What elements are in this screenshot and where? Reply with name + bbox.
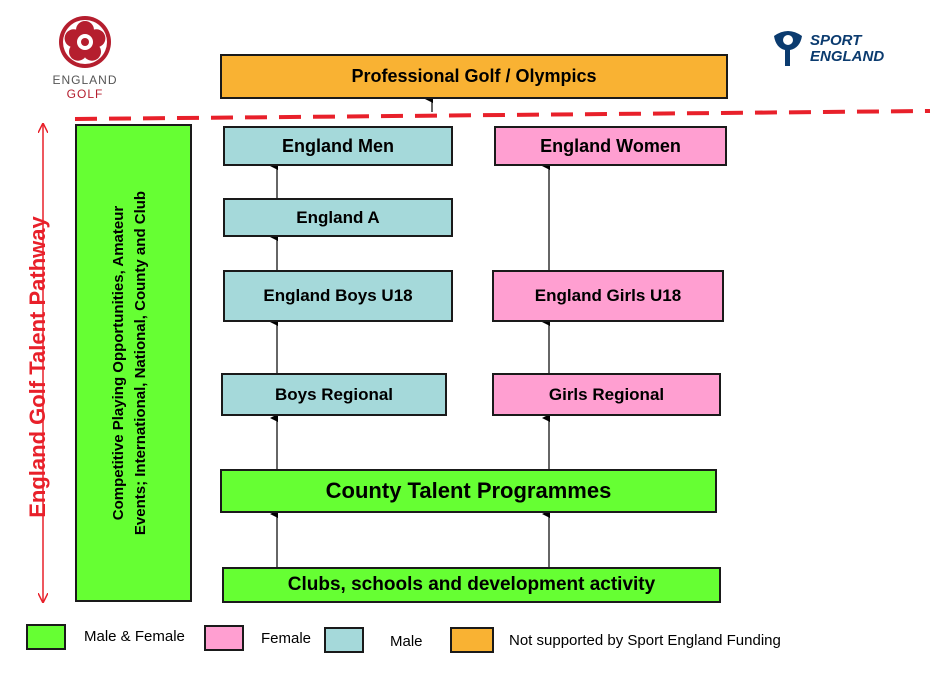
england-boys-u18-box: England Boys U18 — [223, 270, 453, 322]
england-golf-logo: ENGLAND GOLF — [40, 10, 130, 110]
funding-boundary-dashed-line — [74, 109, 931, 121]
legend-label-male-female: Male & Female — [84, 628, 185, 645]
sport-england-figure-icon — [774, 31, 802, 66]
legend-swatch-female — [204, 625, 244, 651]
competitive-opportunities-box — [75, 124, 192, 602]
competitive-opportunities-line-1: Competitive Playing Opportunities, Amate… — [110, 205, 127, 521]
professional-golf-box: Professional Golf / Olympics — [220, 54, 728, 99]
legend-swatch-male — [324, 627, 364, 653]
county-talent-programmes-box: County Talent Programmes — [220, 469, 717, 513]
england-golf-logo-text-1: ENGLAND — [52, 73, 118, 87]
england-men-box: England Men — [223, 126, 453, 166]
competitive-opportunities-line-2: Events; International, National, County … — [132, 190, 149, 536]
legend-label-female: Female — [261, 630, 312, 647]
legend-label-not-supported: Not supported by Sport England Funding — [509, 632, 781, 649]
legend-swatch-not-supported — [450, 627, 494, 653]
clubs-schools-box: Clubs, schools and development activity — [222, 567, 721, 603]
sport-england-logo-text-1: SPORT — [810, 32, 862, 49]
england-golf-logo-text-2: GOLF — [66, 87, 104, 101]
england-girls-u18-box: England Girls U18 — [492, 270, 724, 322]
england-women-box: England Women — [494, 126, 727, 166]
girls-regional-box: Girls Regional — [492, 373, 721, 416]
competitive-opportunities-text: Competitive Playing Opportunities, Amate… — [108, 135, 158, 591]
boys-regional-box: Boys Regional — [221, 373, 447, 416]
side-title: England Golf Talent Pathway — [25, 216, 50, 518]
england-golf-rose-icon — [59, 16, 111, 68]
legend-swatch-male-female — [26, 624, 66, 650]
england-a-box: England A — [223, 198, 453, 237]
legend-label-male: Male — [390, 633, 423, 650]
sport-england-logo: SPORT ENGLAND — [770, 28, 900, 72]
sport-england-logo-text-2: ENGLAND — [810, 48, 885, 65]
